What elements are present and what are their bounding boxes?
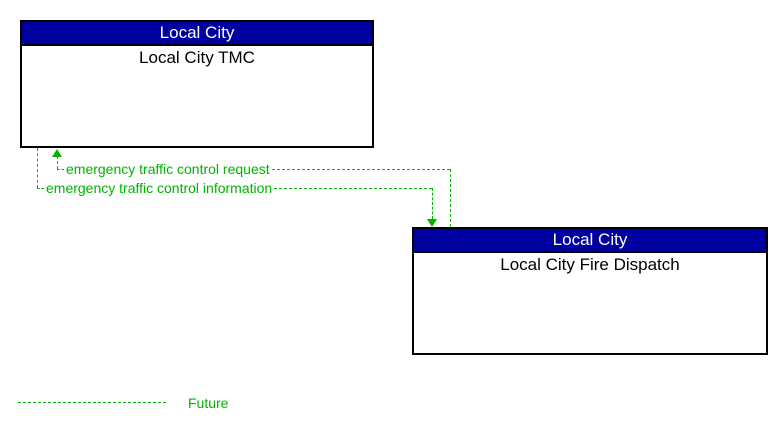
entity-local-city-tmc[interactable]: Local City Local City TMC: [20, 20, 374, 148]
flow-information-connector-right: [432, 188, 433, 219]
flow-information: emergency traffic control information: [37, 179, 432, 197]
flow-request: emergency traffic control request: [57, 160, 450, 178]
flow-information-dash-fill: [274, 187, 432, 189]
flow-request-dash-fill: [271, 168, 450, 170]
flow-information-dash-lead: [37, 187, 44, 189]
entity-group-header: Local City: [22, 22, 372, 46]
arrow-down-icon: [427, 219, 437, 227]
entity-name: Local City Fire Dispatch: [500, 255, 680, 274]
entity-group-header: Local City: [414, 229, 766, 253]
legend-future-line: [18, 402, 166, 403]
flow-information-connector-left: [37, 148, 38, 188]
flow-request-connector-left: [57, 156, 58, 169]
entity-name: Local City TMC: [139, 48, 255, 67]
entity-local-city-fire-dispatch[interactable]: Local City Local City Fire Dispatch: [412, 227, 768, 355]
arrow-up-icon: [52, 149, 62, 157]
flow-request-label[interactable]: emergency traffic control request: [66, 161, 270, 177]
flow-request-dash-lead: [57, 168, 64, 170]
flow-information-label[interactable]: emergency traffic control information: [46, 180, 273, 196]
legend-future-label: Future: [188, 395, 229, 411]
flow-request-connector-right: [450, 169, 451, 227]
